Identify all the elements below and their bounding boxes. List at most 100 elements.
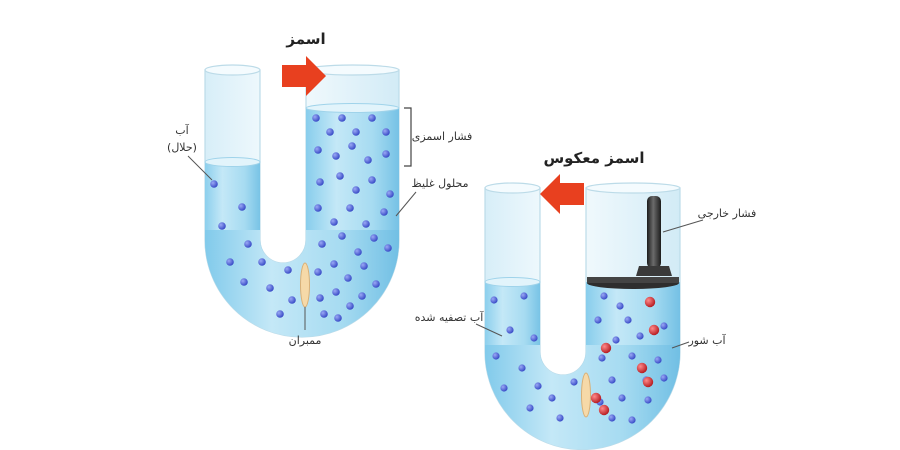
water-molecule — [334, 314, 342, 322]
left-tube-rim-left — [204, 64, 261, 76]
water-molecule — [360, 262, 368, 270]
water-molecule — [594, 316, 602, 324]
water-molecule — [314, 146, 322, 154]
water-molecule — [352, 128, 360, 136]
water-molecule — [352, 186, 360, 194]
water-molecule — [358, 292, 366, 300]
water-molecule — [332, 288, 340, 296]
water-molecule — [644, 396, 652, 404]
water-molecule — [492, 352, 500, 360]
water-molecule — [384, 244, 392, 252]
membrane-label: ممبران — [289, 334, 322, 347]
left-tube-molecules — [210, 114, 394, 322]
external-pressure-label: فشار خارجی — [698, 207, 757, 220]
water-molecule — [660, 322, 668, 330]
water-molecule — [600, 292, 608, 300]
reverse-osmosis-direction-arrow — [540, 174, 584, 214]
water-molecule — [608, 414, 616, 422]
water-molecule — [240, 278, 248, 286]
water-molecule — [616, 302, 624, 310]
water-molecule — [636, 332, 644, 340]
water-molecule — [598, 354, 606, 362]
water-molecule — [344, 274, 352, 282]
water-molecule — [500, 384, 508, 392]
water-molecule — [526, 404, 534, 412]
water-molecule — [330, 218, 338, 226]
right-tube-surface-left — [484, 277, 541, 287]
salt-ion — [636, 362, 648, 374]
piston-collar — [636, 266, 672, 276]
osmotic-pressure-label: فشار اسمزی — [412, 130, 473, 143]
water-molecule — [244, 240, 252, 248]
water-molecule — [534, 382, 542, 390]
water-molecule — [654, 356, 662, 364]
osmosis-title: اسمز — [285, 30, 325, 48]
water-label: آب — [175, 123, 189, 137]
salt-ion — [642, 376, 654, 388]
water-molecule — [288, 296, 296, 304]
water-molecule — [226, 258, 234, 266]
piston — [587, 196, 679, 289]
water-molecule — [330, 260, 338, 268]
water-molecule — [364, 156, 372, 164]
salt-ion — [648, 324, 660, 336]
salt-ion — [600, 342, 612, 354]
left-tube-surface-right — [305, 103, 400, 113]
right-membrane — [581, 372, 591, 418]
water-molecule — [624, 316, 632, 324]
water-molecule — [326, 128, 334, 136]
water-molecule — [336, 172, 344, 180]
water-molecule — [316, 294, 324, 302]
reverse-osmosis-title: اسمز معکوس — [543, 149, 644, 167]
water-molecule — [386, 190, 394, 198]
external-pressure-leader-line — [662, 219, 704, 233]
water-molecule — [338, 232, 346, 240]
left-tube-surface-left — [204, 157, 261, 167]
salt-ions — [590, 296, 660, 416]
left-u-tube — [204, 64, 400, 338]
water-molecule — [346, 204, 354, 212]
osmotic-pressure-bracket — [404, 107, 412, 167]
water-molecule — [338, 114, 346, 122]
water-molecule — [506, 326, 514, 334]
water-molecule — [368, 176, 376, 184]
water-molecule — [556, 414, 564, 422]
water-molecule — [362, 220, 370, 228]
solvent-label: (حلال) — [167, 141, 197, 154]
salt-water-leader-line — [671, 341, 690, 349]
water-leader-line — [187, 155, 213, 181]
water-molecule — [612, 336, 620, 344]
water-molecule — [314, 204, 322, 212]
water-molecule — [320, 310, 328, 318]
water-molecule — [628, 416, 636, 424]
water-molecule — [382, 128, 390, 136]
water-molecule — [608, 376, 616, 384]
salt-ion — [590, 392, 602, 404]
water-molecule — [238, 203, 246, 211]
water-molecule — [318, 240, 326, 248]
water-molecule — [618, 394, 626, 402]
water-molecule — [266, 284, 274, 292]
right-u-tube — [484, 182, 681, 450]
water-molecule — [258, 258, 266, 266]
salt-ion — [644, 296, 656, 308]
water-molecule — [628, 352, 636, 360]
piston-rod — [647, 196, 661, 268]
concentrated-solution-leader-line — [395, 191, 417, 217]
salt-ion — [598, 404, 610, 416]
water-molecule — [382, 150, 390, 158]
water-molecule — [570, 378, 578, 386]
water-molecule — [210, 180, 218, 188]
water-molecule — [372, 280, 380, 288]
purified-water-label: آب تصفیه شده — [415, 310, 484, 324]
water-molecule — [518, 364, 526, 372]
water-molecule — [346, 302, 354, 310]
osmosis-direction-arrow — [282, 56, 326, 96]
salt-water-label: آب شور — [687, 333, 726, 347]
water-molecule — [530, 334, 538, 342]
water-molecule — [520, 292, 528, 300]
water-molecule — [370, 234, 378, 242]
water-molecule — [660, 374, 668, 382]
